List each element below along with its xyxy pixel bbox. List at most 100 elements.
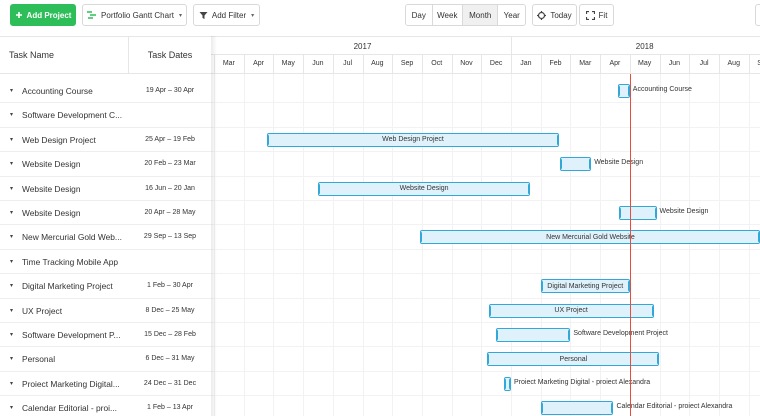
today-button[interactable]: Today [532,4,577,26]
gantt-bar[interactable] [617,84,630,98]
expand-caret-icon[interactable]: ▾ [10,136,14,143]
expand-caret-icon[interactable]: ▾ [10,234,14,241]
gantt-bar-label: Proiect Marketing Digital - proiect Alex… [514,378,651,386]
gantt-bar[interactable] [540,401,614,416]
month-gridline [392,74,394,416]
expand-caret-icon[interactable]: ▾ [10,161,14,168]
more-button[interactable] [755,4,760,26]
row-gridline [211,126,760,128]
task-name[interactable]: Software Development P... [22,330,121,340]
task-row[interactable]: ▾ Software Development C... [0,103,211,128]
month-gridline [451,74,453,416]
expand-caret-icon[interactable]: ▾ [10,332,14,338]
month-gridline [481,74,483,416]
expand-caret-icon[interactable]: ▾ [10,210,14,216]
month-label: May [281,60,295,67]
task-name[interactable]: Digital Marketing Project [22,281,113,292]
month-gridline [243,74,245,416]
task-row[interactable]: ▾New Mercurial Gold Web...29 Sep – 13 Se… [0,225,211,250]
gantt-bar[interactable] [619,206,657,220]
plus-icon [15,11,23,19]
task-row[interactable]: ▾ Time Tracking Mobile App [0,250,211,275]
expand-caret-icon[interactable]: ▾ [10,380,14,387]
month-gridline [511,74,512,416]
task-name[interactable]: Time Tracking Mobile App [22,256,119,267]
gantt-bar[interactable] [560,157,592,172]
scale-month[interactable]: Month [463,5,499,25]
month-label: Jun [312,60,324,67]
gantt-bar[interactable]: New Mercurial Gold Website [420,230,760,245]
task-name[interactable]: UX Project [22,305,63,316]
task-row[interactable]: ▾Calendar Editorial - proi...1 Feb – 13 … [0,396,211,416]
gantt-bar-label: Website Design [659,208,709,215]
gantt-bar[interactable]: Personal [487,352,660,367]
task-name[interactable]: Calendar Editorial - proi... [22,403,117,414]
expand-caret-icon[interactable]: ▾ [10,258,14,265]
task-row[interactable]: ▾Software Development P...15 Dec – 28 Fe… [0,323,211,348]
task-name[interactable]: Website Design [22,159,81,170]
task-name[interactable]: Website Design [22,183,81,194]
scale-day[interactable]: Day [406,5,433,25]
expand-caret-icon[interactable]: ▾ [10,356,14,363]
gantt-bar[interactable]: UX Project [488,303,654,318]
gantt-bar[interactable] [496,328,571,342]
month-separator [273,55,275,74]
expand-caret-icon[interactable]: ▾ [10,185,14,192]
task-name[interactable]: Proiect Marketing Digital... [22,378,120,389]
task-name[interactable]: Software Development C... [22,110,123,121]
scale-week-label: Week [437,10,458,20]
task-name[interactable]: Web Design Project [22,134,96,145]
expand-caret-icon[interactable]: ▾ [10,283,14,290]
column-task-dates[interactable]: Task Dates [128,37,211,73]
row-gridline [211,370,760,372]
row-gridline [211,395,760,397]
fit-button[interactable]: Fit [579,4,614,26]
row-gridline [211,175,760,177]
expand-caret-icon[interactable]: ▾ [10,88,14,94]
row-gridline [211,102,760,104]
gantt-bar[interactable]: Digital Marketing Project [540,279,630,294]
gantt-bar-label: Web Design Project [382,136,444,144]
task-name[interactable]: Accounting Course [22,86,93,96]
month-gridline [540,74,542,416]
scale-week[interactable]: Week [432,5,464,25]
expand-caret-icon[interactable]: ▾ [10,405,14,412]
gantt-bar[interactable]: Web Design Project [267,132,559,147]
scale-year[interactable]: Year [498,5,525,25]
month-label: Sep [400,60,414,67]
task-name[interactable]: Personal [22,354,56,365]
gantt-bar[interactable]: Website Design [317,181,531,196]
month-gridline [718,74,720,416]
month-label: Oct [431,60,443,67]
add-project-button[interactable]: Add Project [10,4,76,26]
month-separator [362,55,364,74]
task-row[interactable]: ▾Proiect Marketing Digital...24 Dec – 31… [0,372,211,397]
month-label: Sep [757,60,760,67]
task-name[interactable]: Website Design [22,208,81,218]
view-select-dropdown[interactable]: Portfolio Gantt Chart ▾ [82,4,187,26]
gantt-bar-label: Calendar Editorial - proiect Alexandra [616,403,733,411]
month-label: Jan [520,60,532,67]
month-gridline [273,74,275,416]
month-separator [689,55,691,74]
month-label: Jun [668,60,680,67]
expand-caret-icon[interactable]: ▾ [10,307,14,314]
add-filter-button[interactable]: Add Filter ▾ [193,4,260,26]
column-task-name[interactable]: Task Name [9,50,55,60]
gantt-bar[interactable] [503,376,512,391]
year-label: 2018 [635,42,654,51]
task-name[interactable]: New Mercurial Gold Web... [22,232,122,243]
gantt-bar-label: Accounting Course [632,86,692,93]
expand-caret-icon[interactable]: ▾ [10,112,14,119]
